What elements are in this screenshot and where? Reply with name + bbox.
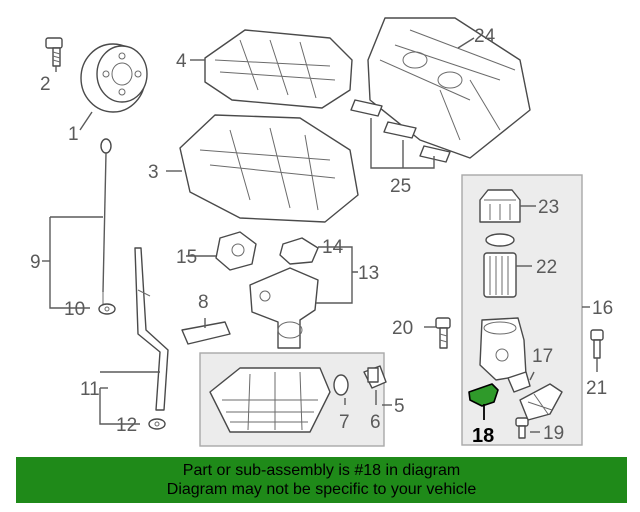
part-o-ring-10[interactable] — [98, 303, 116, 315]
part-gasket-14[interactable] — [279, 237, 319, 265]
part-drain-plug-6[interactable] — [363, 365, 387, 389]
part-cover-4[interactable] — [204, 29, 353, 109]
banner-line-part: Part or sub-assembly is #18 in diagram — [182, 462, 461, 479]
callout-15: 15 — [176, 247, 197, 268]
part-bolt-19[interactable] — [515, 417, 529, 439]
callout-23: 23 — [538, 197, 559, 218]
leader-lines — [42, 37, 598, 433]
part-o-ring-12[interactable] — [148, 418, 166, 430]
callout-13: 13 — [358, 263, 379, 284]
part-oil-pan-upper-3[interactable] — [179, 114, 359, 223]
part-dipstick-9[interactable] — [100, 138, 112, 304]
callout-7: 7 — [339, 412, 350, 433]
callout-4: 4 — [176, 51, 187, 72]
callout-25: 25 — [390, 176, 411, 197]
part-gasket-17[interactable] — [507, 371, 531, 393]
part-info-banner: Part or sub-assembly is #18 in diagram D… — [16, 457, 627, 503]
part-bolt-21[interactable] — [590, 329, 604, 359]
part-gaskets-25[interactable] — [350, 99, 451, 163]
part-pulley-1[interactable] — [80, 43, 148, 113]
part-cooler-plate[interactable] — [519, 383, 563, 421]
part-filter-cap-23[interactable] — [479, 189, 521, 223]
callout-17: 17 — [532, 346, 553, 367]
parts-diagram: 1 2 3 4 5 6 7 8 9 10 11 12 13 14 15 16 1… — [30, 17, 613, 447]
part-filter-element-22[interactable] — [483, 233, 517, 298]
part-washer-7[interactable] — [333, 374, 349, 396]
callout-6: 6 — [370, 412, 381, 433]
part-bracket-18-highlighted[interactable] — [468, 383, 499, 407]
part-housing-15[interactable] — [215, 231, 257, 271]
part-pickup-8[interactable] — [181, 321, 231, 345]
callout-21: 21 — [586, 378, 607, 399]
part-dipstick-tube-11[interactable] — [134, 247, 169, 411]
callout-2: 2 — [40, 74, 51, 95]
callout-9: 9 — [30, 252, 41, 273]
callout-20: 20 — [392, 318, 413, 339]
callout-3: 3 — [148, 162, 159, 183]
part-oil-pan-lower-5[interactable] — [209, 367, 331, 433]
callout-14: 14 — [322, 237, 344, 258]
callout-24: 24 — [474, 26, 496, 47]
callout-12: 12 — [116, 415, 137, 436]
part-filter-housing-16[interactable] — [479, 317, 527, 381]
callout-16: 16 — [592, 298, 613, 319]
part-valve-cover-24[interactable] — [367, 17, 531, 159]
callout-5: 5 — [394, 396, 405, 417]
callout-10: 10 — [64, 299, 85, 320]
part-bolt-2[interactable] — [45, 37, 63, 67]
callout-1: 1 — [68, 124, 79, 145]
callout-19: 19 — [543, 423, 564, 444]
callout-18: 18 — [472, 425, 494, 447]
part-bolt-20[interactable] — [435, 317, 451, 349]
banner-line-disclaimer: Diagram may not be specific to your vehi… — [166, 481, 477, 498]
callout-22: 22 — [536, 257, 557, 278]
part-oil-pump-13[interactable] — [249, 267, 319, 349]
callout-8: 8 — [198, 292, 209, 313]
callout-11: 11 — [80, 379, 100, 400]
